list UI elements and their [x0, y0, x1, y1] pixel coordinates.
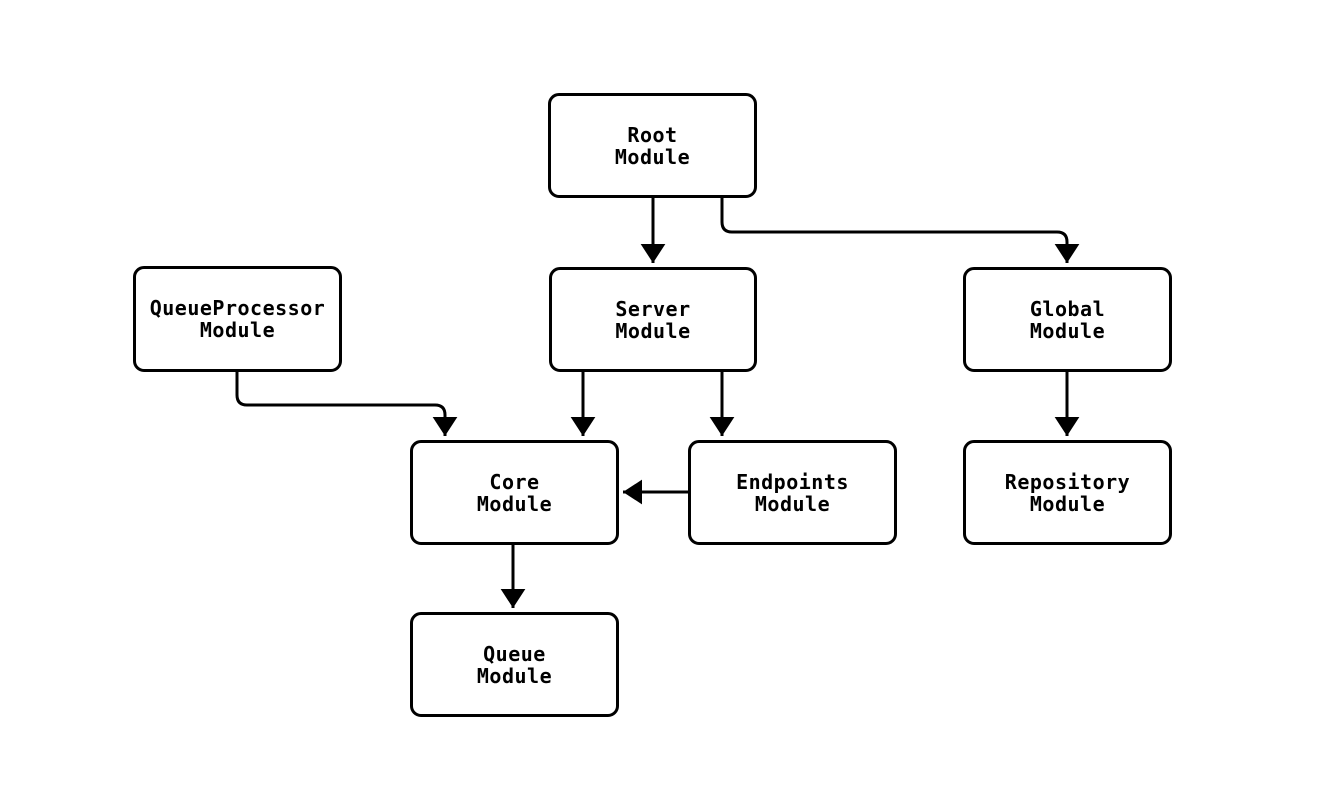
- edge-root-to-global: [720, 198, 1080, 263]
- edge-queueprocessor-to-core: [235, 372, 458, 436]
- node-server-module: Server Module: [549, 267, 757, 372]
- node-queue-module: Queue Module: [410, 612, 619, 717]
- node-repository-module: Repository Module: [963, 440, 1172, 545]
- node-endpoints-module: Endpoints Module: [688, 440, 897, 545]
- node-root-module: Root Module: [548, 93, 757, 198]
- node-global-module: Global Module: [963, 267, 1172, 372]
- node-queueprocessor-module: QueueProcessor Module: [133, 266, 342, 372]
- node-core-module: Core Module: [410, 440, 619, 545]
